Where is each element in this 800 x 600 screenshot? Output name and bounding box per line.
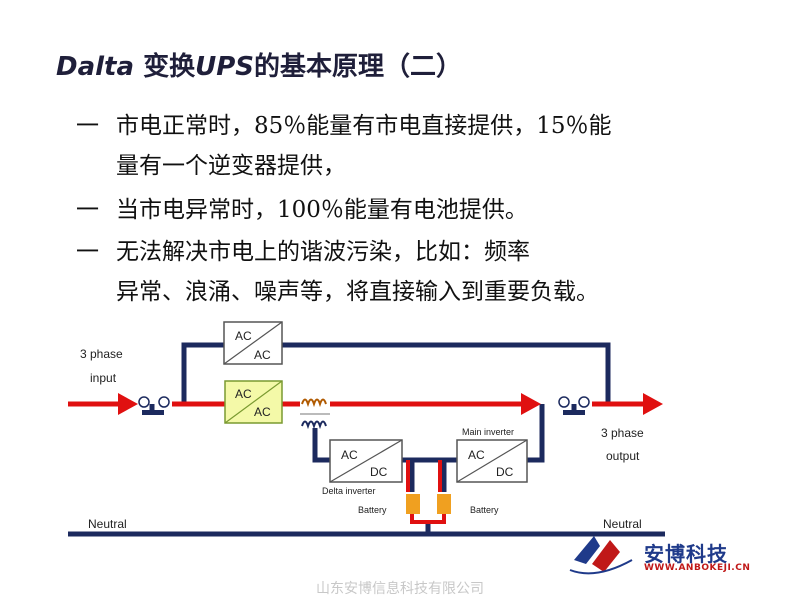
switch-bases — [142, 410, 585, 415]
main-output-line — [527, 404, 545, 463]
main-inverter-in-label: AC — [468, 448, 485, 462]
delta-inverter-box: AC DC — [329, 439, 403, 483]
title-brand: Dalta — [56, 52, 135, 82]
output-phase-label: 3 phase — [601, 426, 644, 440]
output-switch-contact-a — [558, 396, 570, 408]
bypass-converter-diagonal — [223, 321, 283, 365]
battery-right-label: Battery — [470, 505, 499, 515]
slide-title: Dalta 变换UPS的基本原理（二） — [56, 46, 462, 83]
logo-url: WWW.ANBOKEJI.CN — [644, 563, 751, 573]
battery-wiring — [406, 460, 446, 524]
delta-feed-line — [312, 428, 330, 463]
title-rest: 的基本原理（二） — [253, 52, 462, 82]
neutral-left-label: Neutral — [88, 517, 127, 531]
title-middle: 变换 — [134, 52, 196, 82]
primary-converter-in-label: AC — [235, 387, 252, 401]
battery-bottom-link — [410, 514, 446, 524]
company-logo: 安博科技 WWW.ANBOKEJI.CN — [566, 530, 790, 580]
transformer-primary — [301, 398, 327, 408]
bullet-continuation: 量有一个逆变器提供， — [116, 153, 346, 179]
bypass-converter-box: AC AC — [223, 321, 283, 365]
output-label: output — [606, 449, 640, 463]
diagram-labels: 3 phase input 3 phase output Main invert… — [80, 347, 644, 531]
footer-watermark: 山东安博信息科技有限公司 — [316, 581, 484, 597]
output-arrow-head — [643, 393, 663, 415]
output-switch-base — [563, 410, 585, 415]
bullet-dash: 一 — [76, 197, 99, 223]
transformer-icon — [300, 398, 330, 430]
delta-inverter-in-label: AC — [341, 448, 358, 462]
battery-right-icon — [437, 494, 451, 514]
input-phase-label: 3 phase — [80, 347, 123, 361]
main-inverter-out-label: DC — [496, 465, 514, 479]
main-inverter-box: AC DC — [456, 439, 528, 483]
bypass-converter-in-label: AC — [235, 329, 252, 343]
input-switch-base — [142, 410, 164, 415]
input-switch — [138, 396, 170, 408]
title-ups: UPS — [195, 52, 254, 82]
bypass-converter-out-label: AC — [254, 348, 271, 362]
battery-left-icon — [406, 494, 420, 514]
input-label: input — [90, 371, 117, 385]
bullet-text: 当市电异常时，100％能量有电池提供。 — [116, 197, 528, 223]
battery-left-label: Battery — [358, 505, 387, 515]
bullet-dash: 一 — [76, 113, 99, 139]
delta-inverter-out-label: DC — [370, 465, 388, 479]
output-switch — [558, 396, 590, 408]
bullet-text: 无法解决市电上的谐波污染，比如：频率 — [116, 239, 530, 265]
main-inverter-diagonal — [456, 439, 528, 483]
output-switch-contact-b — [578, 396, 590, 408]
input-switch-contact-a — [138, 396, 150, 408]
logo-emblem-icon — [569, 536, 633, 575]
primary-converter-box: AC AC — [224, 380, 283, 424]
main-arrow-head — [521, 393, 541, 415]
logo-name: 安博科技 — [644, 542, 728, 566]
input-arrow-head — [118, 393, 138, 415]
neutral-right-label: Neutral — [603, 517, 642, 531]
bypass-line — [181, 342, 611, 404]
delta-inverter-diagonal — [329, 439, 403, 483]
delta-inverter-label: Delta inverter — [322, 486, 376, 496]
bullet-dash: 一 — [76, 239, 99, 265]
power-path — [68, 393, 663, 415]
main-inverter-label: Main inverter — [462, 427, 514, 437]
wiring — [68, 342, 665, 537]
primary-converter-out-label: AC — [254, 405, 271, 419]
transformer-secondary — [301, 420, 327, 430]
input-switch-contact-b — [158, 396, 170, 408]
bullet-text: 市电正常时，85％能量有市电直接提供，15％能 — [116, 113, 612, 139]
bullet-continuation: 异常、浪涌、噪声等，将直接输入到重要负载。 — [116, 279, 599, 305]
primary-converter-diagonal — [224, 380, 283, 424]
